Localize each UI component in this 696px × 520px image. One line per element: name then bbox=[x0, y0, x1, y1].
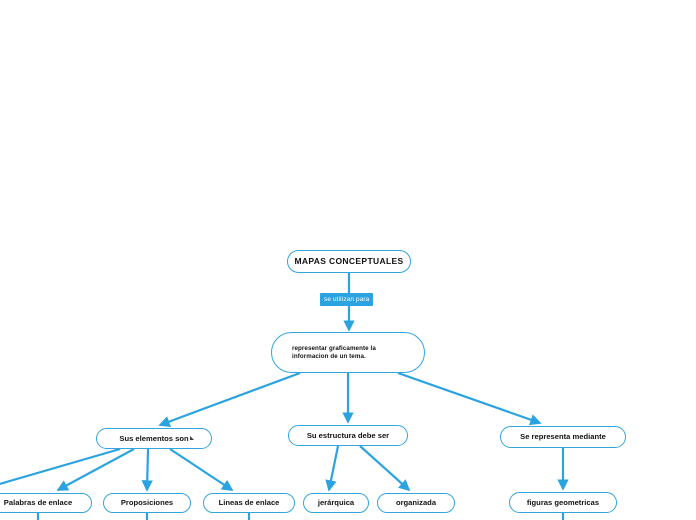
node-label: MAPAS CONCEPTUALES bbox=[294, 256, 404, 267]
node-figuras-geometricas[interactable]: figuras geometricas bbox=[509, 492, 617, 513]
node-label: Palabras de enlace bbox=[3, 498, 73, 508]
node-jerarquica[interactable]: jerárquica bbox=[303, 493, 369, 513]
edge-estructura-to-jerarquica bbox=[325, 445, 340, 492]
node-proposiciones[interactable]: Proposiciones bbox=[103, 493, 191, 513]
node-su-estructura-debe-ser[interactable]: Su estructura debe ser bbox=[288, 425, 408, 446]
node-se-representa-mediante[interactable]: Se representa mediante bbox=[500, 426, 626, 448]
node-label: representar graficamente la informacion … bbox=[292, 344, 376, 360]
edge-elementos-to-palabras bbox=[56, 448, 135, 491]
edge-label-text: se utilizan para bbox=[324, 296, 370, 303]
node-label: figuras geometricas bbox=[526, 497, 600, 507]
edge-central-to-elementos bbox=[158, 371, 301, 427]
collapse-triangle-icon[interactable] bbox=[190, 436, 194, 440]
node-label: Lineas de enlace bbox=[218, 498, 280, 508]
edge-elementos-to-proposiciones bbox=[141, 448, 153, 492]
node-label: Proposiciones bbox=[120, 498, 174, 508]
node-organizada[interactable]: organizada bbox=[377, 493, 455, 513]
node-label: Se representa mediante bbox=[520, 432, 606, 442]
node-representar-graficamente[interactable]: representar graficamente la informacion … bbox=[271, 332, 425, 373]
node-label: Su estructura debe ser bbox=[306, 430, 390, 440]
edge-elementos-to-offscreen bbox=[0, 447, 121, 486]
node-mapas-conceptuales[interactable]: MAPAS CONCEPTUALES bbox=[287, 250, 411, 273]
edge-estructura-to-organizada bbox=[359, 445, 411, 492]
node-sus-elementos-son[interactable]: Sus elementos son bbox=[96, 428, 212, 449]
edge-elementos-to-lineas bbox=[169, 448, 234, 491]
node-label: Sus elementos son bbox=[119, 433, 189, 443]
node-label: organizada bbox=[395, 498, 437, 508]
edge-label-se-utilizan-para[interactable]: se utilizan para bbox=[320, 293, 374, 306]
node-label: jerárquica bbox=[317, 498, 355, 508]
node-palabras-de-enlace[interactable]: Palabras de enlace bbox=[0, 493, 92, 513]
node-lineas-de-enlace[interactable]: Lineas de enlace bbox=[203, 493, 295, 513]
edge-central-to-representa bbox=[397, 371, 542, 426]
